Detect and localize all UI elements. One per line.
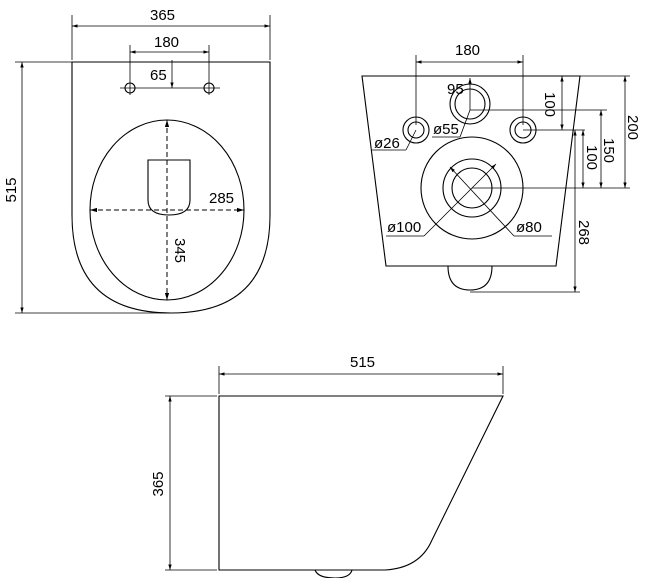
dim-length: 515 [3,177,20,202]
dim-hole-spacing: 180 [154,34,179,51]
outlet-bump [447,265,493,291]
side-outlet-bump [314,569,353,578]
dim-outlet-inner: ø80 [516,219,542,236]
dim-side-length: 515 [350,354,375,371]
side-view: 515 365 [150,354,504,578]
dim-200: 200 [624,115,641,140]
rear-outline [361,75,581,267]
dim-100: 100 [583,145,600,170]
dim-inlet-dia: ø55 [433,121,459,138]
dim-side-height: 365 [150,471,167,496]
dim-seat-length: 345 [171,238,188,263]
dim-100-top: 100 [541,92,558,117]
dim-hole-spacing-rear: 180 [455,42,480,59]
dim-268: 268 [575,220,592,245]
dim-hole-offset: 65 [150,67,167,84]
bowl-drain [147,159,191,216]
dim-inlet-offset: 95 [447,81,464,98]
bowl-outline [71,61,271,314]
dim-seat-width: 285 [209,190,234,207]
dim-150: 150 [600,138,617,163]
rear-view: ø100 ø80 ø26 ø55 95 180 100 100 150 200 … [361,42,641,293]
dim-outlet-outer: ø100 [387,219,421,236]
top-view: 365 180 65 515 285 345 [3,7,271,314]
dim-width: 365 [150,7,175,24]
dim-hole-dia: ø26 [374,135,400,152]
side-outline [218,395,504,571]
